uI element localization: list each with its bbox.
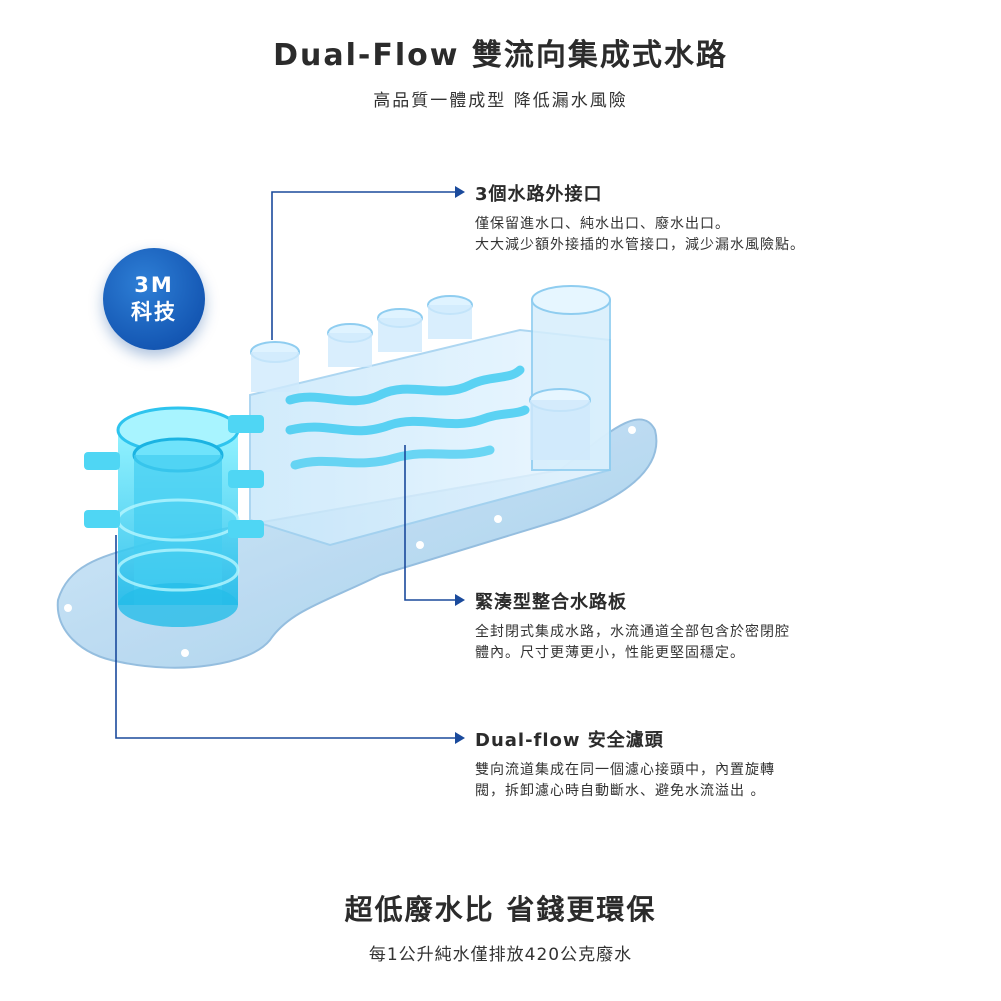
callout-ports: 3個水路外接口 僅保留進水口、純水出口、廢水出口。 大大減少額外接插的水管接口，… [475,180,915,256]
footer-title: 超低廢水比 省錢更環保 [344,893,657,926]
badge-line1: 3M [134,273,174,297]
callout-lines [115,186,465,744]
3m-tech-badge: 3M 科技 [103,248,205,350]
dual-flow-filter-head [84,406,264,627]
callout-line-ports [271,191,455,340]
page-title: Dual-Flow 雙流向集成式水路 [273,38,728,73]
callout-ports-text-2: 大大減少額外接插的水管接口，減少漏水風險點。 [475,237,805,253]
callout-ports-text-1: 僅保留進水口、純水出口、廢水出口。 [475,216,730,232]
callout-ports-heading: 3個水路外接口 [475,184,603,205]
footer-subtitle: 每1公升純水僅排放420公克廢水 [368,945,633,965]
badge-line2: 科技 [131,300,177,324]
callout-board-heading: 緊湊型整合水路板 [475,592,627,613]
callout-board: 緊湊型整合水路板 全封閉式集成水路，水流通道全部包含於密閉腔 體內。尺寸更薄更小… [475,588,915,664]
callout-board-text-1: 全封閉式集成水路，水流通道全部包含於密閉腔 [475,624,790,640]
callout-filter-head-text-2: 閥，拆卸濾心時自動斷水、避免水流溢出 。 [475,783,766,799]
right-filter-head [529,285,611,471]
callout-board-text-2: 體內。尺寸更薄更小，性能更堅固穩定。 [475,645,745,661]
callout-filter-head: Dual-flow 安全濾頭 雙向流道集成在同一個濾心接頭中，內置旋轉 閥，拆卸… [475,726,915,802]
callout-filter-head-heading: Dual-flow 安全濾頭 [475,730,664,751]
callout-line-board [404,445,455,601]
page-subtitle: 高品質一體成型 降低漏水風險 [373,91,628,111]
callout-filter-head-text-1: 雙向流道集成在同一個濾心接頭中，內置旋轉 [475,762,775,778]
callout-line-filter-head [115,535,455,739]
